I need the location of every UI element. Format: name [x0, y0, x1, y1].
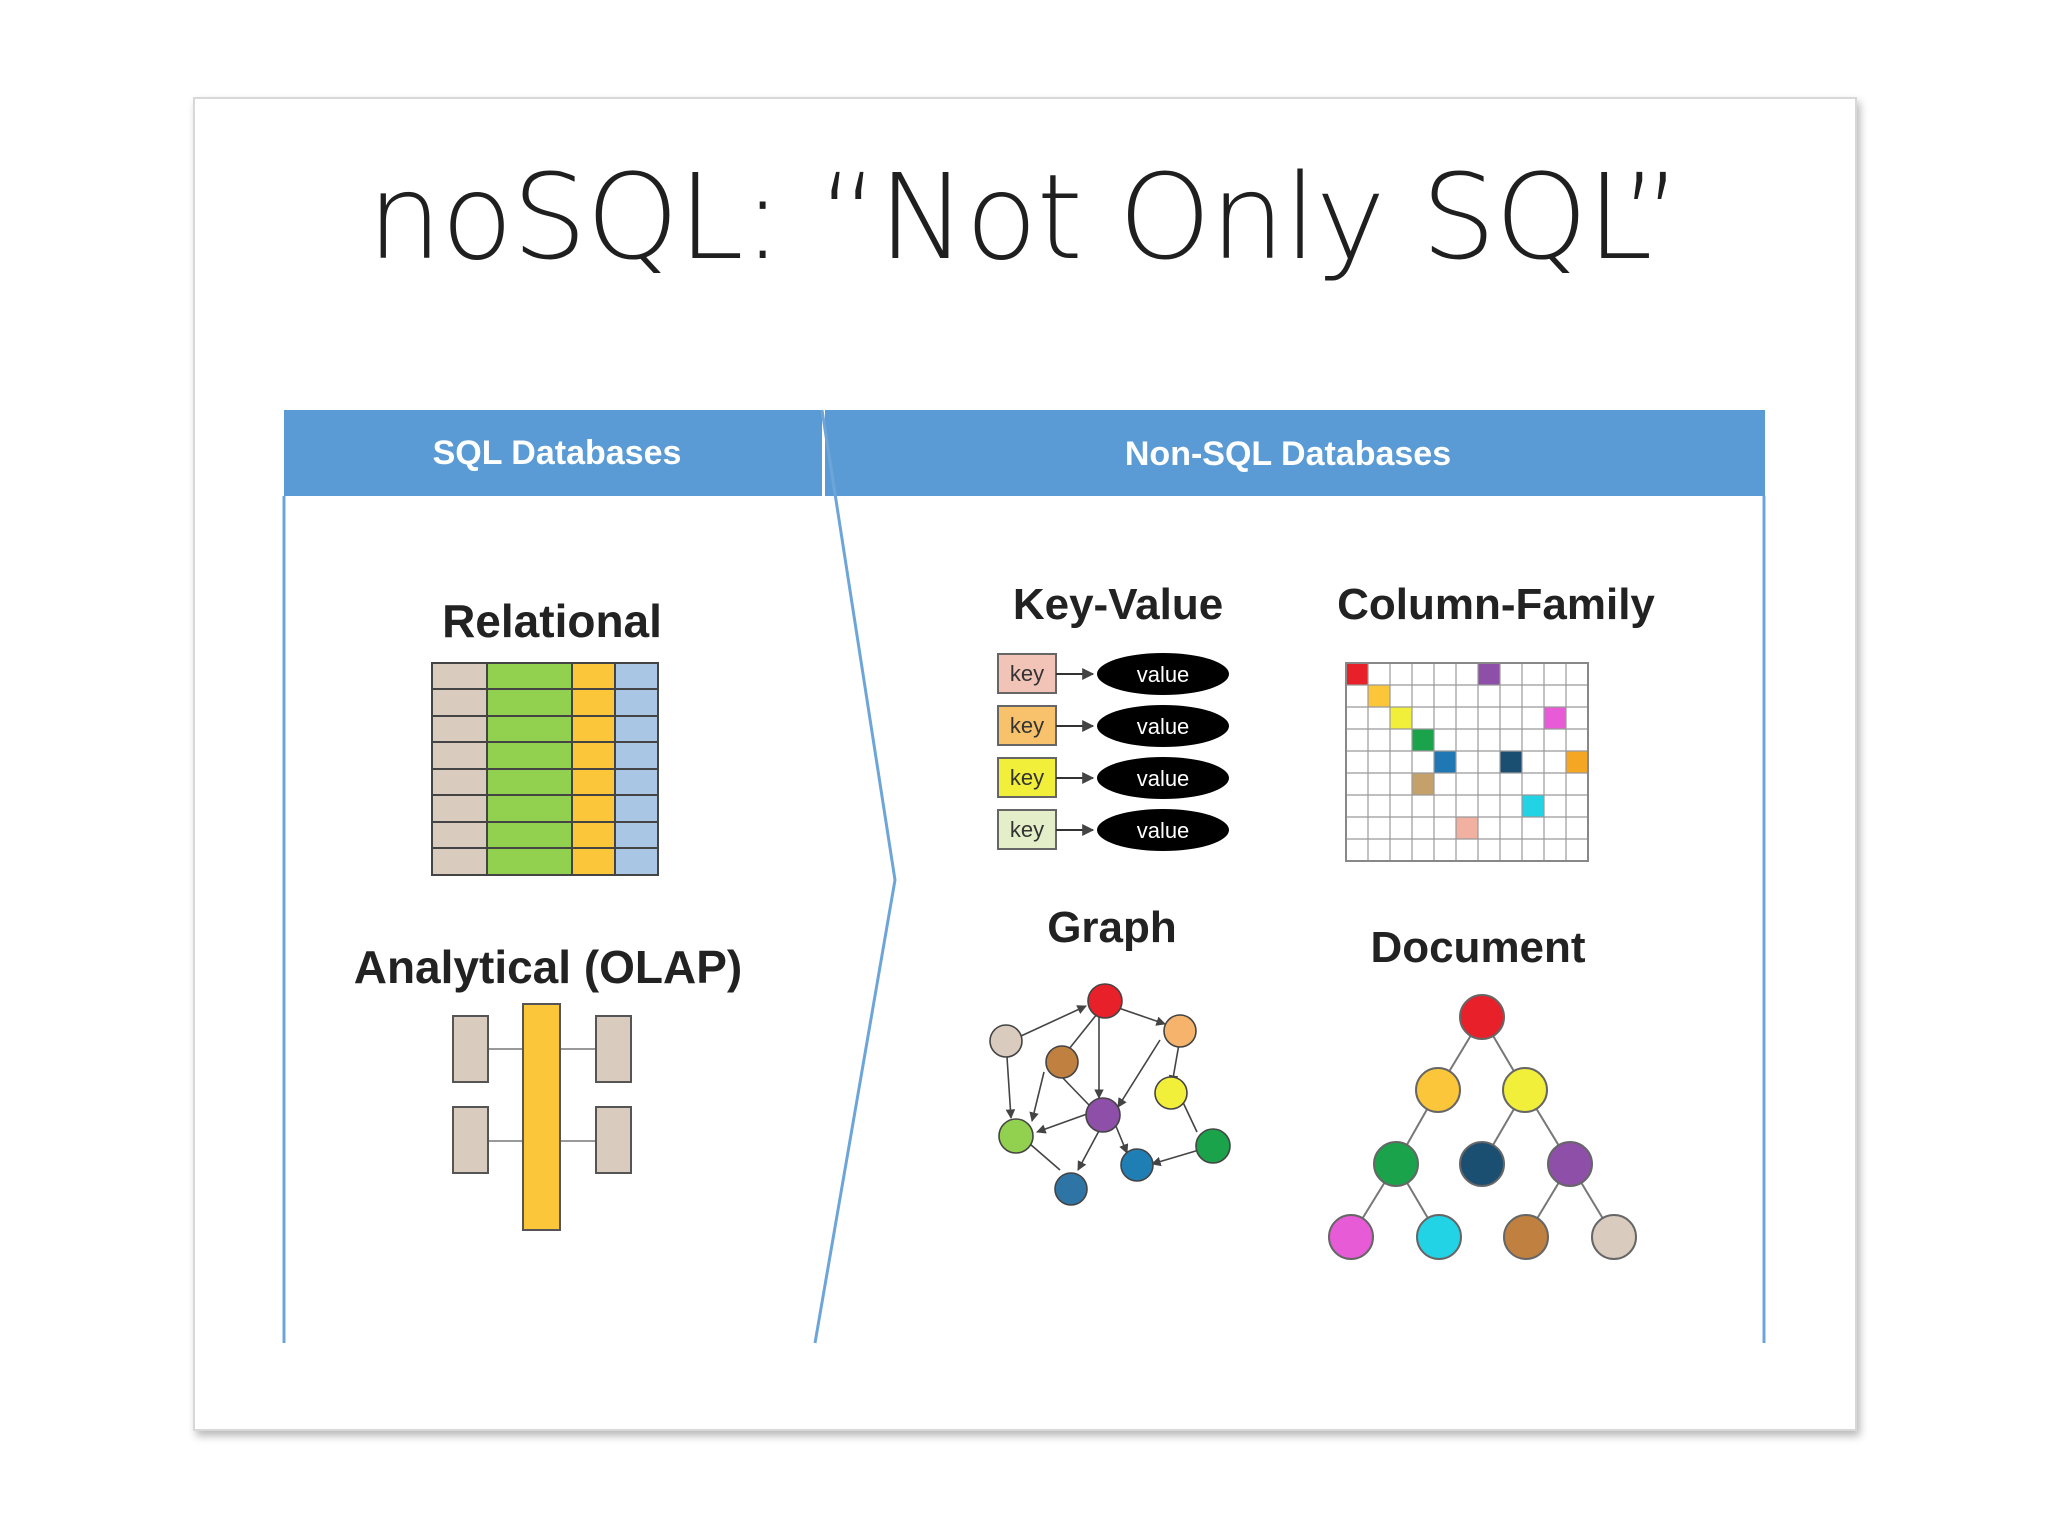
- olap-label: Analytical (OLAP): [354, 941, 743, 993]
- key-value-row: key value: [997, 757, 1229, 799]
- nosql-header-bar: [825, 410, 1765, 496]
- graph-label: Graph: [1047, 903, 1177, 952]
- svg-text:value: value: [1137, 818, 1190, 843]
- key-value-label: Key-Value: [1013, 580, 1223, 629]
- key-value-row: key value: [997, 809, 1229, 851]
- slide-title: noSQL: “Not Only SQL”: [367, 148, 1682, 286]
- svg-text:value: value: [1137, 714, 1190, 739]
- svg-text:key: key: [1010, 817, 1044, 842]
- relational-label: Relational: [442, 595, 662, 647]
- graph-network-icon: [989, 983, 1231, 1206]
- sql-header: SQL Databases: [433, 434, 682, 472]
- column-family-label: Column-Family: [1337, 580, 1655, 629]
- svg-text:value: value: [1137, 766, 1190, 791]
- document-tree-icon: [1328, 994, 1637, 1260]
- olap-cube-icon: [452, 1003, 632, 1231]
- column-family-grid-icon: [1345, 662, 1589, 862]
- svg-text:key: key: [1010, 713, 1044, 738]
- document-label: Document: [1370, 923, 1585, 972]
- key-value-row: key value: [997, 705, 1229, 747]
- sql-header-bar: [284, 410, 822, 496]
- key-value-row: key value: [997, 653, 1229, 695]
- section-divider-chevron: [813, 409, 897, 1344]
- svg-text:value: value: [1137, 662, 1190, 687]
- svg-text:key: key: [1010, 661, 1044, 686]
- nosql-header: Non-SQL Databases: [1125, 435, 1451, 473]
- relational-table-icon: [431, 662, 659, 876]
- svg-text:key: key: [1010, 765, 1044, 790]
